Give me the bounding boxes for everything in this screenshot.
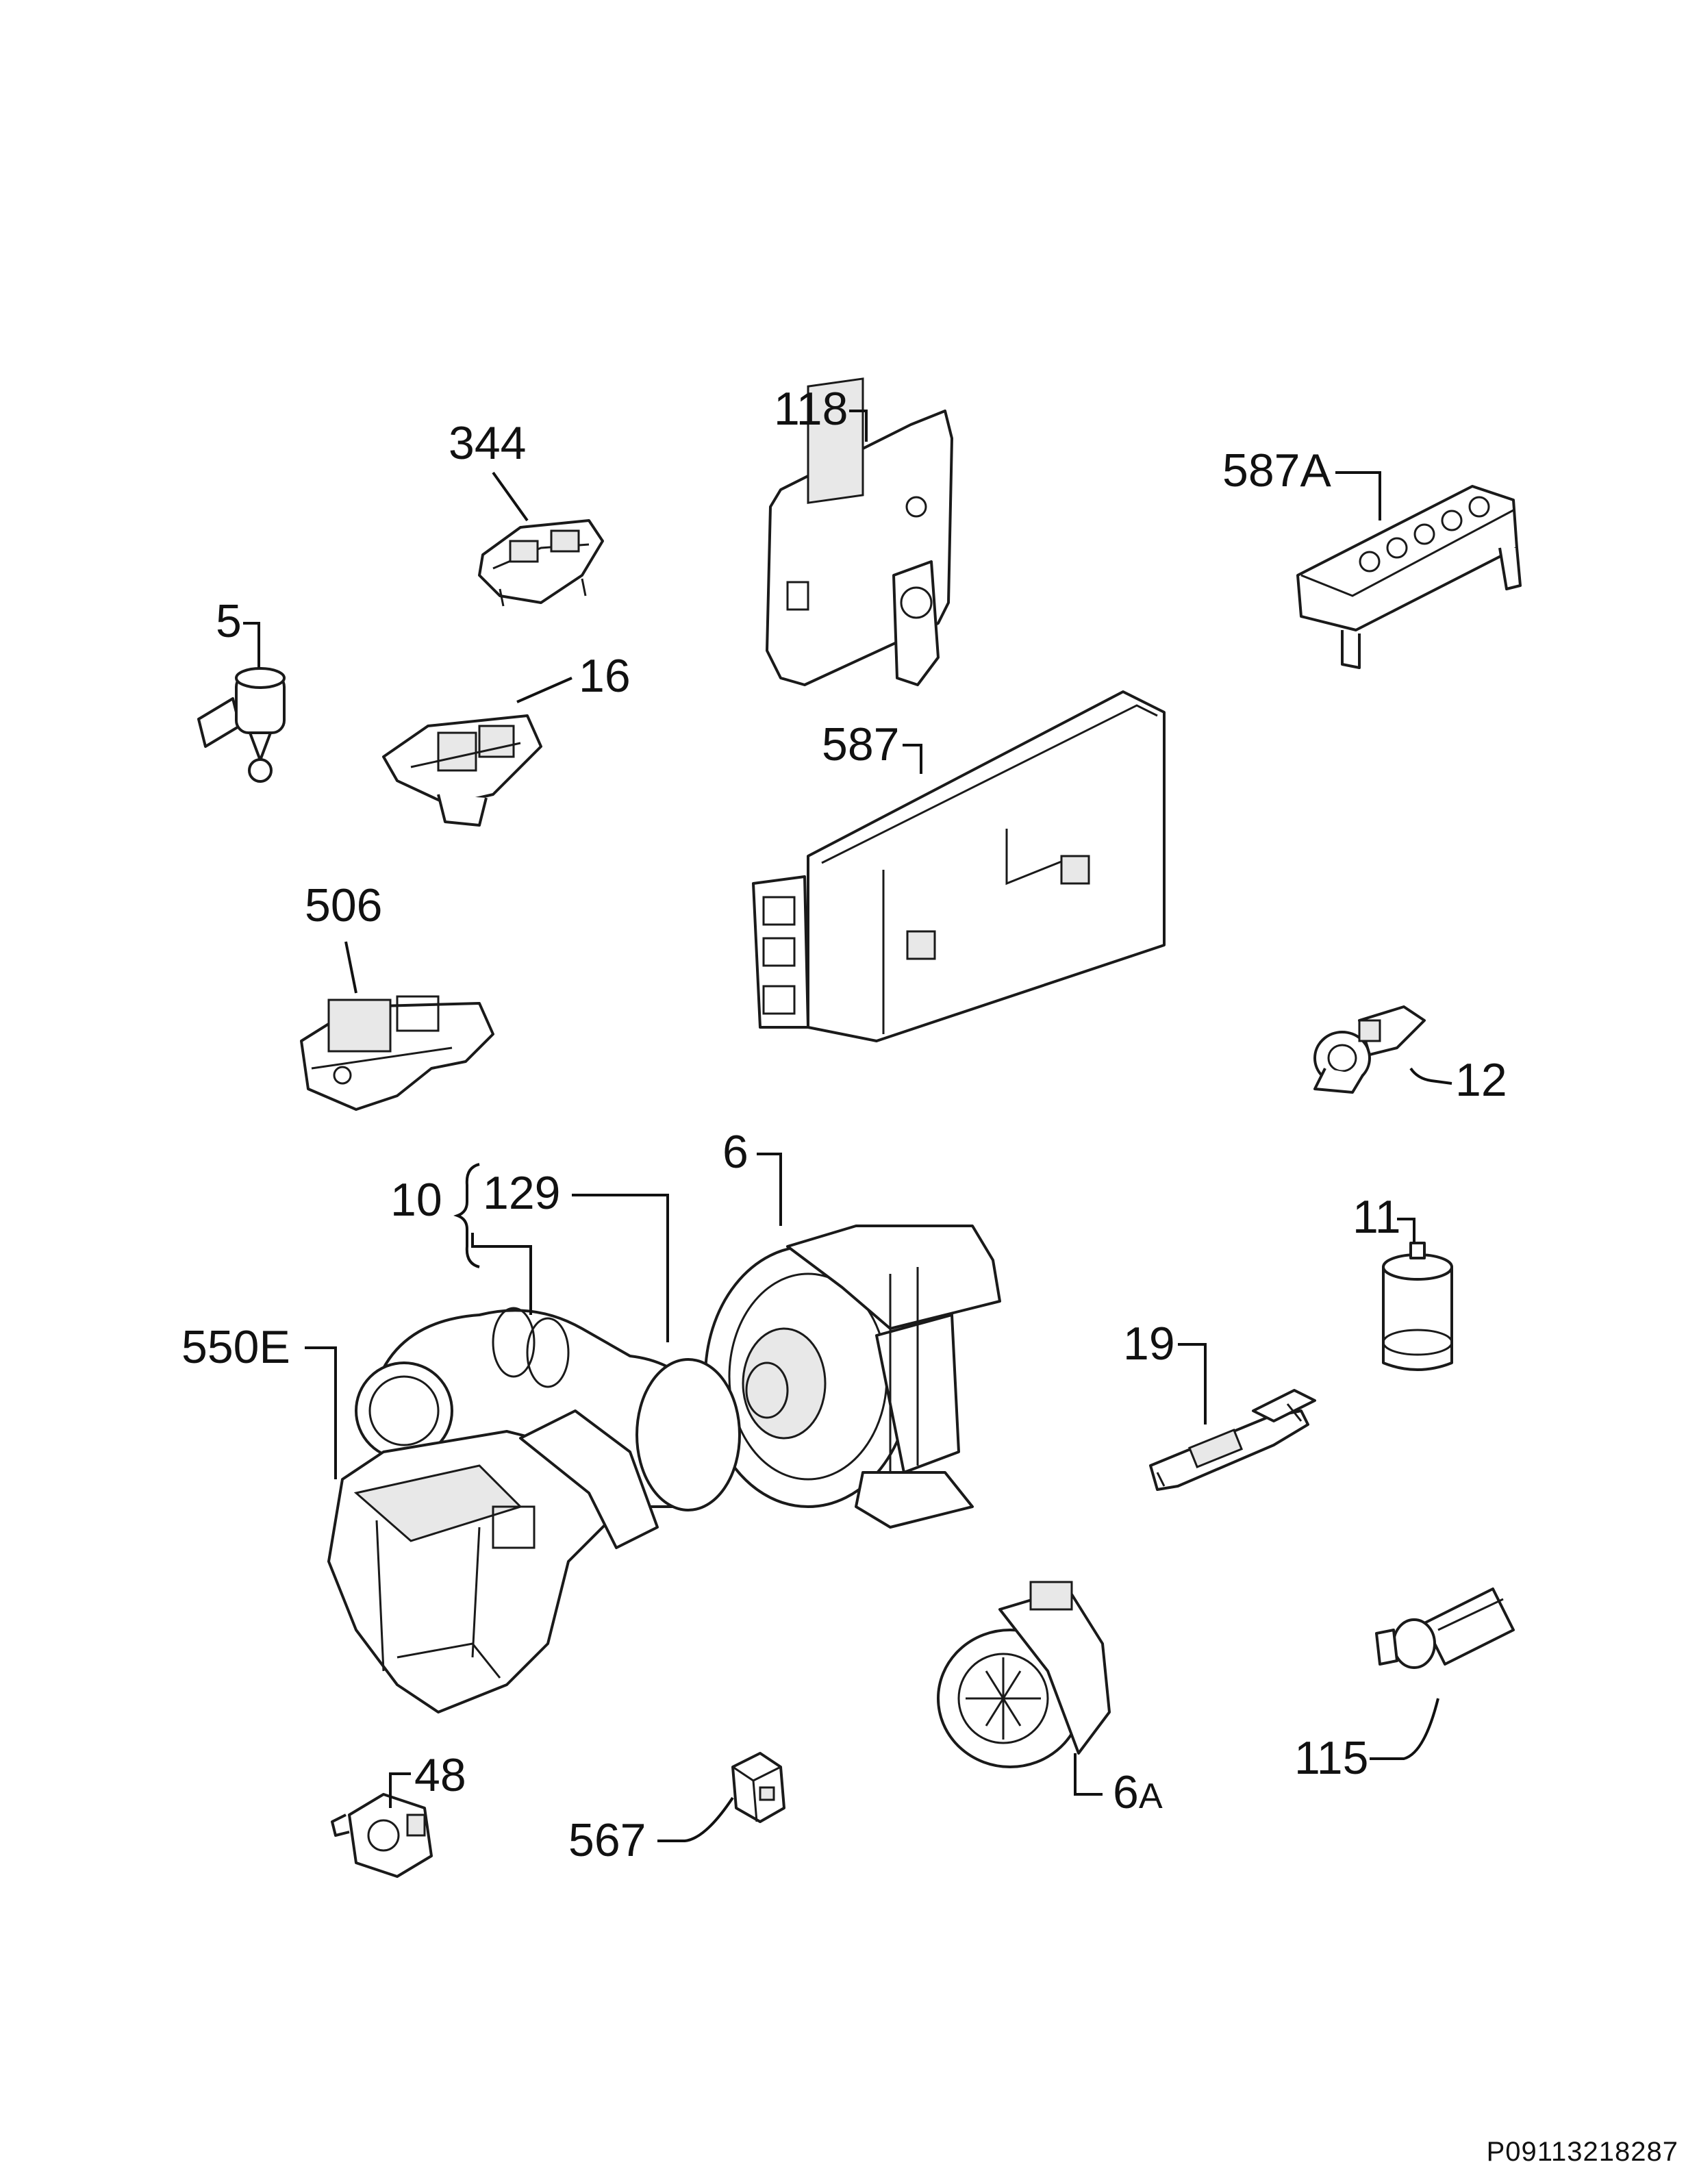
leader-6A <box>1074 1753 1103 1796</box>
callout-12: 12 <box>1455 1054 1507 1106</box>
callout-550E: 550E <box>181 1321 290 1373</box>
leader-16 <box>516 677 572 703</box>
callout-19: 19 <box>1123 1318 1175 1370</box>
callout-6A-letter: A <box>1139 1777 1163 1816</box>
callout-6A-number: 6 <box>1113 1766 1139 1818</box>
leader-129-a <box>572 1194 669 1342</box>
leader-118 <box>849 410 868 442</box>
callout-48: 48 <box>414 1749 466 1801</box>
callout-10: 10 <box>390 1174 442 1226</box>
callout-115: 115 <box>1294 1732 1368 1784</box>
part-115-illustration <box>1375 1587 1515 1669</box>
leader-506 <box>344 941 357 994</box>
callout-6: 6 <box>722 1126 748 1178</box>
leader-129-b <box>471 1233 532 1315</box>
callout-567: 567 <box>568 1814 646 1866</box>
callout-16: 16 <box>579 650 631 702</box>
leader-115 <box>1370 1698 1439 1760</box>
part-587-illustration <box>752 690 1166 1042</box>
part-11-illustration <box>1382 1242 1453 1371</box>
leader-567 <box>657 1796 734 1842</box>
part-5-illustration <box>197 667 286 783</box>
callout-587A: 587A <box>1222 444 1331 497</box>
brace-10 <box>453 1163 480 1268</box>
leader-12 <box>1409 1067 1452 1085</box>
part-48-illustration <box>331 1793 433 1878</box>
part-550E-illustration <box>327 1409 659 1714</box>
part-506-illustration <box>300 995 494 1111</box>
callout-11: 11 <box>1352 1191 1401 1243</box>
part-118-illustration <box>766 377 953 686</box>
part-16-illustration <box>382 714 542 827</box>
part-19-illustration <box>1149 1389 1316 1491</box>
callout-129: 129 <box>483 1167 560 1219</box>
part-6A-illustration <box>937 1581 1111 1768</box>
leader-6 <box>757 1153 782 1226</box>
callout-587: 587 <box>822 718 899 770</box>
document-code: P09113218287 <box>1486 2137 1678 2167</box>
leader-587A <box>1335 471 1381 520</box>
leader-587 <box>903 744 922 774</box>
part-12-illustration <box>1313 1005 1426 1094</box>
callout-506: 506 <box>305 879 382 931</box>
leader-550E <box>305 1346 337 1479</box>
part-344-illustration <box>478 519 604 607</box>
leader-19 <box>1178 1343 1207 1424</box>
part-567-illustration <box>731 1752 785 1823</box>
leader-11 <box>1397 1218 1415 1243</box>
leader-344 <box>492 471 529 522</box>
callout-5: 5 <box>216 595 242 647</box>
part-6-illustration <box>704 1225 1001 1529</box>
callout-118: 118 <box>774 383 848 435</box>
leader-5 <box>243 622 260 668</box>
leader-48 <box>389 1772 411 1808</box>
part-587A-illustration <box>1296 485 1522 669</box>
callout-344: 344 <box>449 417 526 469</box>
